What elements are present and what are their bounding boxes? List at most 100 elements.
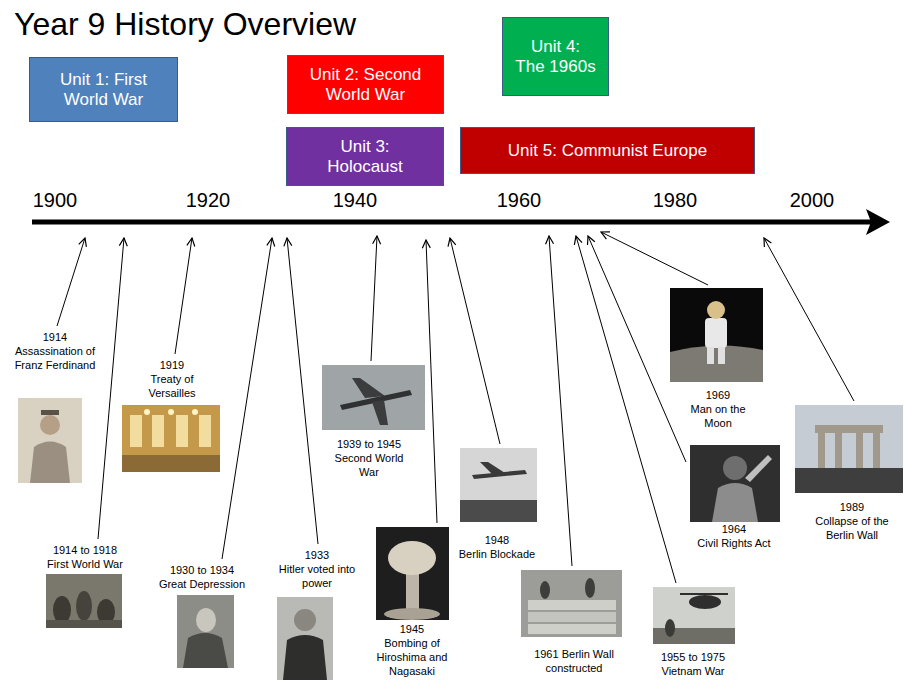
leader-lines-part [57, 238, 85, 326]
photo-moon-landing-part [707, 347, 714, 364]
photo-depression-mother-part [177, 595, 234, 668]
event-caption: 1945Bombing of Hiroshima and Nagasaki [375, 622, 449, 678]
event-date: 1930 to 1934 [156, 563, 248, 577]
photo-berlin-wall [521, 570, 622, 637]
photo-hitler-part [283, 635, 327, 680]
photo-vietnam-part [653, 587, 735, 644]
event-date: 1964 [684, 522, 784, 536]
photo-berlin-wall-part [528, 600, 616, 610]
leader-lines-part [450, 238, 500, 444]
photo-bomber-part [372, 400, 388, 425]
photo-moon-landing-part [670, 288, 763, 382]
event-date: 1955 to 1975 [648, 650, 738, 664]
photo-hitler-part [294, 609, 316, 631]
photo-martin-luther-king-part [745, 455, 772, 482]
unit-box: Unit 3: Holocaust [286, 127, 444, 186]
unit-title: Unit 5: Communist Europe [508, 141, 707, 161]
photo-hall-of-mirrors-part [130, 415, 142, 447]
event-date: 1961 [534, 648, 558, 660]
event-caption: 1969Man on the Moon [685, 388, 751, 430]
photo-mushroom-cloud-part [388, 541, 436, 575]
photo-trenches-part [46, 620, 122, 628]
photo-martin-luther-king-part [712, 483, 758, 522]
photo-moon-landing-part [705, 318, 727, 348]
axis-year: 1900 [15, 188, 95, 212]
event-date: 1945 [375, 622, 449, 636]
event-caption: 1914Assassination of Franz Ferdinand [11, 330, 99, 372]
unit-box: Unit 2: Second World War [287, 55, 444, 114]
photo-trenches-part [53, 596, 71, 624]
photo-airlift-part [460, 500, 537, 522]
event-description: First World War [47, 558, 123, 570]
axis-year: 1980 [635, 188, 715, 212]
event-caption: 1989Collapse of the Berlin Wall [812, 500, 892, 542]
photo-mushroom-cloud-part [384, 608, 440, 620]
axis-year: 1920 [168, 188, 248, 212]
event-description: Berlin Blockade [459, 548, 535, 560]
event-date: 1933 [277, 548, 357, 562]
event-date: 1939 to 1945 [332, 437, 406, 451]
photo-moon-landing [670, 288, 763, 382]
photo-vietnam [653, 587, 735, 644]
leader-lines-part [426, 240, 437, 523]
photo-berlin-wall-part [528, 624, 616, 634]
photo-franz-ferdinand [18, 398, 82, 483]
photo-moon-landing-part [718, 347, 725, 364]
photo-hall-of-mirrors-part [152, 415, 164, 447]
photo-vietnam-part [665, 619, 675, 637]
photo-berlin-wall-part [585, 578, 595, 598]
photo-mushroom-cloud [376, 527, 449, 620]
leader-lines-part [549, 236, 572, 566]
leader-lines-part [98, 238, 124, 539]
event-caption: 1919Treaty of Versailles [142, 358, 202, 400]
event-description: Hitler voted into power [279, 563, 355, 589]
photo-fall-of-the-wall-part [818, 433, 825, 468]
timeline-axis-part [32, 220, 874, 225]
photo-bomber-part [352, 378, 385, 398]
photo-trenches-part [76, 591, 92, 621]
photo-moon-landing-part [670, 345, 763, 382]
event-description: Great Depression [159, 578, 245, 590]
event-caption: 1933Hitler voted into power [277, 548, 357, 590]
photo-fall-of-the-wall-part [835, 433, 842, 468]
event-description: Treaty of Versailles [148, 373, 195, 399]
leader-lines-part [601, 232, 708, 285]
leader-lines-part [371, 236, 377, 361]
photo-hall-of-mirrors-part [168, 409, 174, 415]
photo-franz-ferdinand-part [30, 442, 70, 484]
axis-year: 2000 [772, 188, 852, 212]
unit-box: Unit 1: First World War [29, 57, 178, 122]
axis-year: 1940 [315, 188, 395, 212]
photo-airlift [460, 448, 537, 522]
photo-hall-of-mirrors-part [176, 415, 188, 447]
event-description: Second World War [335, 452, 404, 478]
unit-title: Unit 4: The 1960s [515, 37, 597, 77]
photo-martin-luther-king-part [690, 445, 780, 522]
event-description: Vietnam War [662, 665, 725, 677]
photo-trenches-part [46, 574, 122, 628]
photo-franz-ferdinand-part [41, 410, 59, 415]
photo-franz-ferdinand-part [40, 415, 60, 435]
photo-hall-of-mirrors-part [199, 415, 211, 447]
event-date: 1948 [452, 533, 542, 547]
photo-bomber-part [322, 365, 425, 430]
event-date: 1914 to 1918 [44, 543, 126, 557]
event-date: 1914 [11, 330, 99, 344]
photo-fall-of-the-wall-part [795, 405, 903, 493]
photo-berlin-wall-part [528, 612, 616, 622]
event-description: Bombing of Hiroshima and Nagasaki [377, 637, 448, 677]
unit-box: Unit 4: The 1960s [502, 17, 609, 96]
leader-lines-part [287, 238, 318, 544]
photo-hitler-part [277, 597, 333, 680]
timeline-axis [32, 209, 890, 235]
photo-depression-mother [177, 595, 234, 668]
photo-vietnam-part [689, 595, 721, 609]
event-description: Collapse of the Berlin Wall [815, 515, 888, 541]
event-date: 1919 [142, 358, 202, 372]
photo-depression-mother-part [196, 608, 216, 632]
leader-lines-part [764, 238, 854, 401]
photo-hall-of-mirrors-part [144, 409, 150, 415]
photo-bomber [322, 365, 425, 430]
photo-martin-luther-king-part [723, 456, 747, 480]
